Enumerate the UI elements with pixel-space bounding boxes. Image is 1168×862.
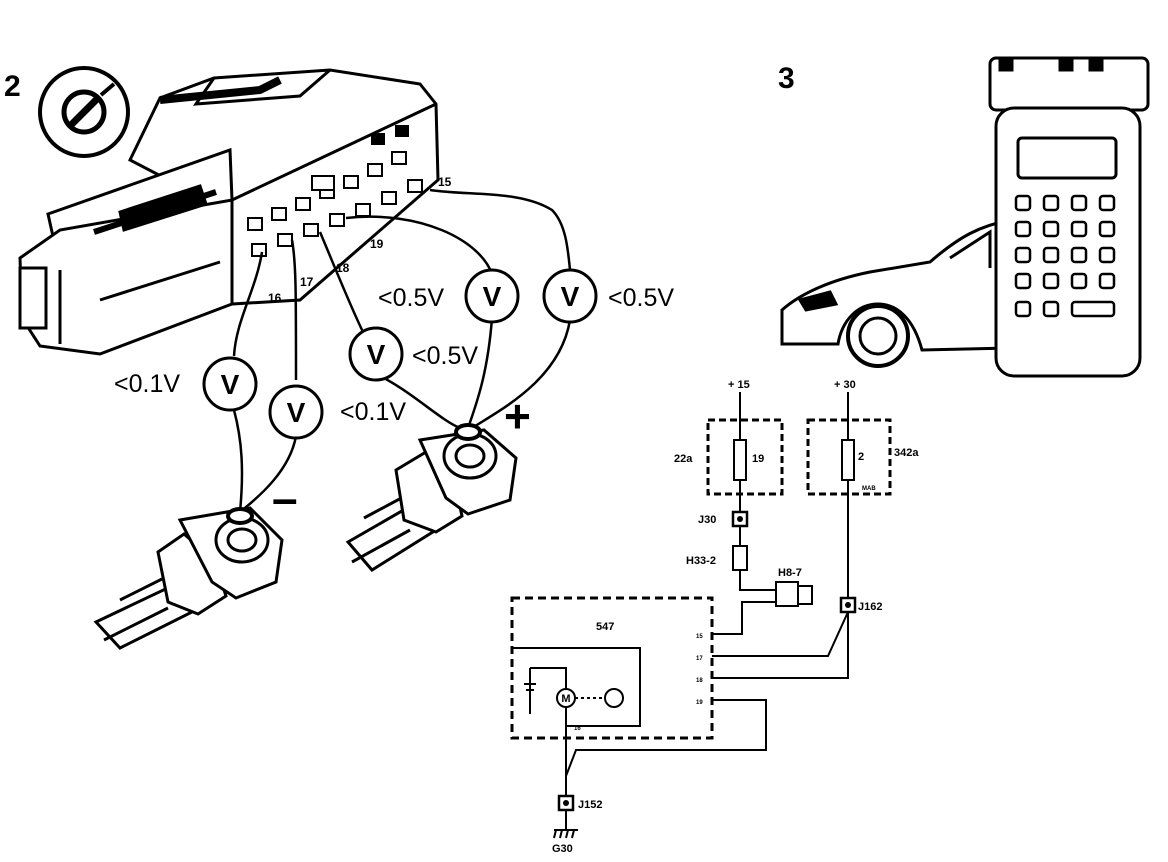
voltmeter-3-symbol: V [367,339,386,370]
voltmeter-3: V [348,326,404,382]
j30-dot [737,516,743,522]
module-547-label: 547 [596,621,614,633]
measurement-4: <0.5V [378,284,444,312]
motor-symbol: M [561,693,570,705]
negative-terminal-sign: – [272,472,298,524]
connector-j30-label: J30 [698,514,716,526]
section-number-2: 2 [4,70,21,103]
voltmeter-5-symbol: V [561,281,580,312]
fuse-box-b-sub-label: MAB [862,486,876,492]
connector-j152-label: J152 [578,799,602,811]
module-pin-16: 16 [574,726,581,732]
ground-g30-label: G30 [552,843,573,855]
supply-30-label: + 30 [834,379,856,391]
connector-terminals [247,125,423,257]
ecu-connector [18,68,440,356]
fuse-box-22a-label: 22a [674,453,693,465]
pin-label-16: 16 [268,291,282,305]
measurement-1: <0.1V [114,370,180,398]
pin-label-15: 15 [438,175,452,189]
measurement-2: <0.1V [340,398,406,426]
supply-15-label: + 15 [728,379,750,391]
fuse-2-label: 2 [858,451,864,463]
wiring-schematic [510,392,892,839]
voltmeter-1-symbol: V [221,369,240,400]
module-pin-18: 18 [696,678,703,684]
knock-sensor-left [93,506,284,650]
voltmeter-4-symbol: V [483,281,502,312]
module-pin-15: 15 [696,634,703,640]
test-leads [232,188,572,513]
tester-keypad [1014,194,1116,318]
pin-label-17: 17 [300,275,314,289]
connector-j162-label: J162 [858,601,882,613]
section-number-3: 3 [778,62,795,95]
measurement-5: <0.5V [608,284,674,312]
voltmeter-2: V [268,384,324,440]
j162-dot [845,602,851,608]
fuse-box-342a-label: 342a [894,447,919,459]
connector-h33-2-label: H33-2 [686,555,716,567]
positive-terminal-sign: + [504,390,531,442]
j152-dot [563,800,569,806]
measurement-3: <0.5V [412,342,478,370]
knock-sensor-right [345,423,518,572]
voltmeter-4: V [464,268,520,324]
voltmeter-1: V [202,356,258,412]
fuse-19-label: 19 [752,453,764,465]
pin-label-18: 18 [336,261,350,275]
module-pin-17: 17 [696,656,703,662]
pin-label-19: 19 [370,237,384,251]
voltmeter-2-symbol: V [287,397,306,428]
connector-h8-7-label: H8-7 [778,567,802,579]
voltmeter-5: V [542,268,598,324]
module-pin-19: 19 [696,700,703,706]
diagnostic-tester-device [988,56,1150,378]
ignition-key-icon [38,66,130,158]
car-illustration [780,218,1012,368]
